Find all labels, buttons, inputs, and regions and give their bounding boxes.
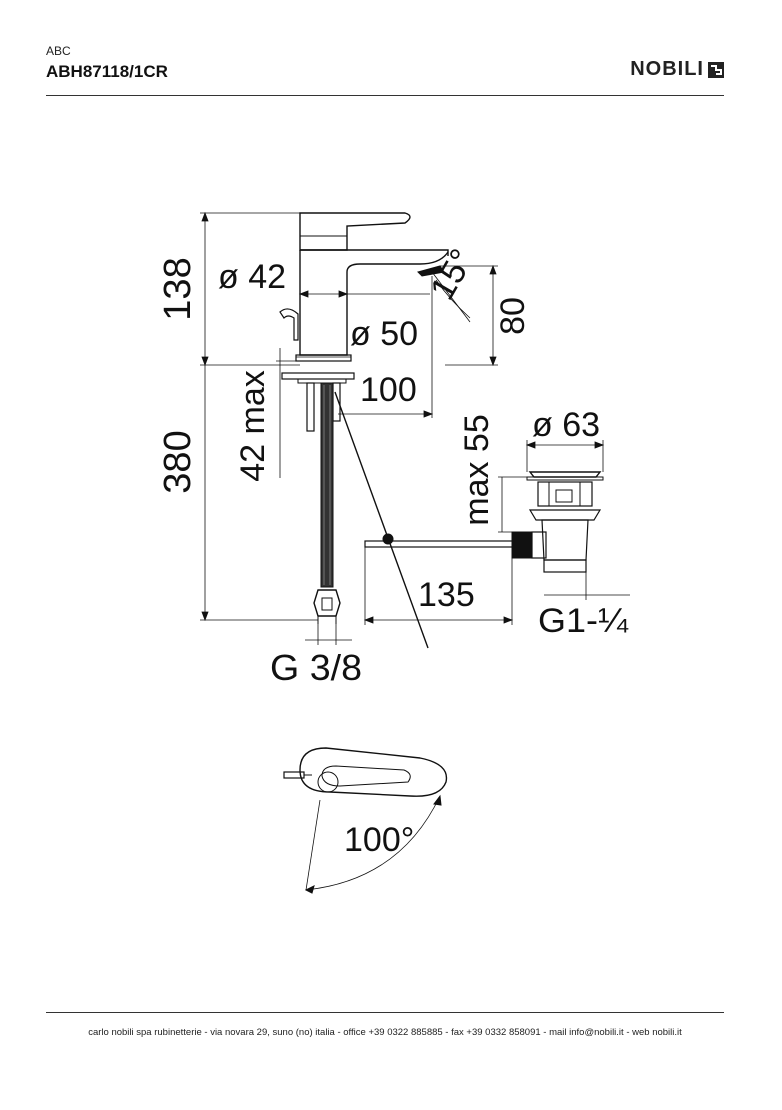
dim-angle-100: 100° [344, 821, 414, 859]
dim-135: 135 [418, 576, 475, 614]
dim-138: 138 [157, 257, 199, 320]
faucet-body [279, 212, 449, 362]
dim-g-3-8: G 3/8 [270, 647, 362, 688]
footer: carlo nobili spa rubinetterie - via nova… [46, 1012, 724, 1038]
dim-g1-1-4: G1-¼ [538, 602, 629, 640]
header: ABC ABH87118/1CR NOBILI [46, 44, 724, 96]
brand-name: NOBILI [630, 58, 704, 80]
dim-diameter-50: ø 50 [350, 315, 418, 353]
dim-80: 80 [494, 297, 532, 335]
dim-diameter-63: ø 63 [532, 406, 600, 444]
product-code: ABH87118/1CR [46, 62, 168, 81]
dimension-labels: 138 ø 42 15° 80 ø 50 100 42 max 380 max … [157, 243, 629, 859]
series-name: ABC [46, 44, 71, 58]
company-address: carlo nobili spa rubinetterie - via nova… [88, 1027, 682, 1038]
top-view [283, 747, 448, 894]
pop-up-waste [526, 471, 604, 573]
dimension-lines [200, 211, 630, 645]
dim-max-55: max 55 [458, 414, 496, 526]
dim-380: 380 [157, 430, 199, 493]
dim-42-max: 42 max [234, 370, 272, 482]
brand-logo: NOBILI [630, 58, 724, 81]
dim-diameter-42: ø 42 [218, 258, 286, 296]
installation-parts [281, 372, 533, 649]
brand-mark-icon [708, 61, 724, 78]
dim-100: 100 [360, 371, 417, 409]
